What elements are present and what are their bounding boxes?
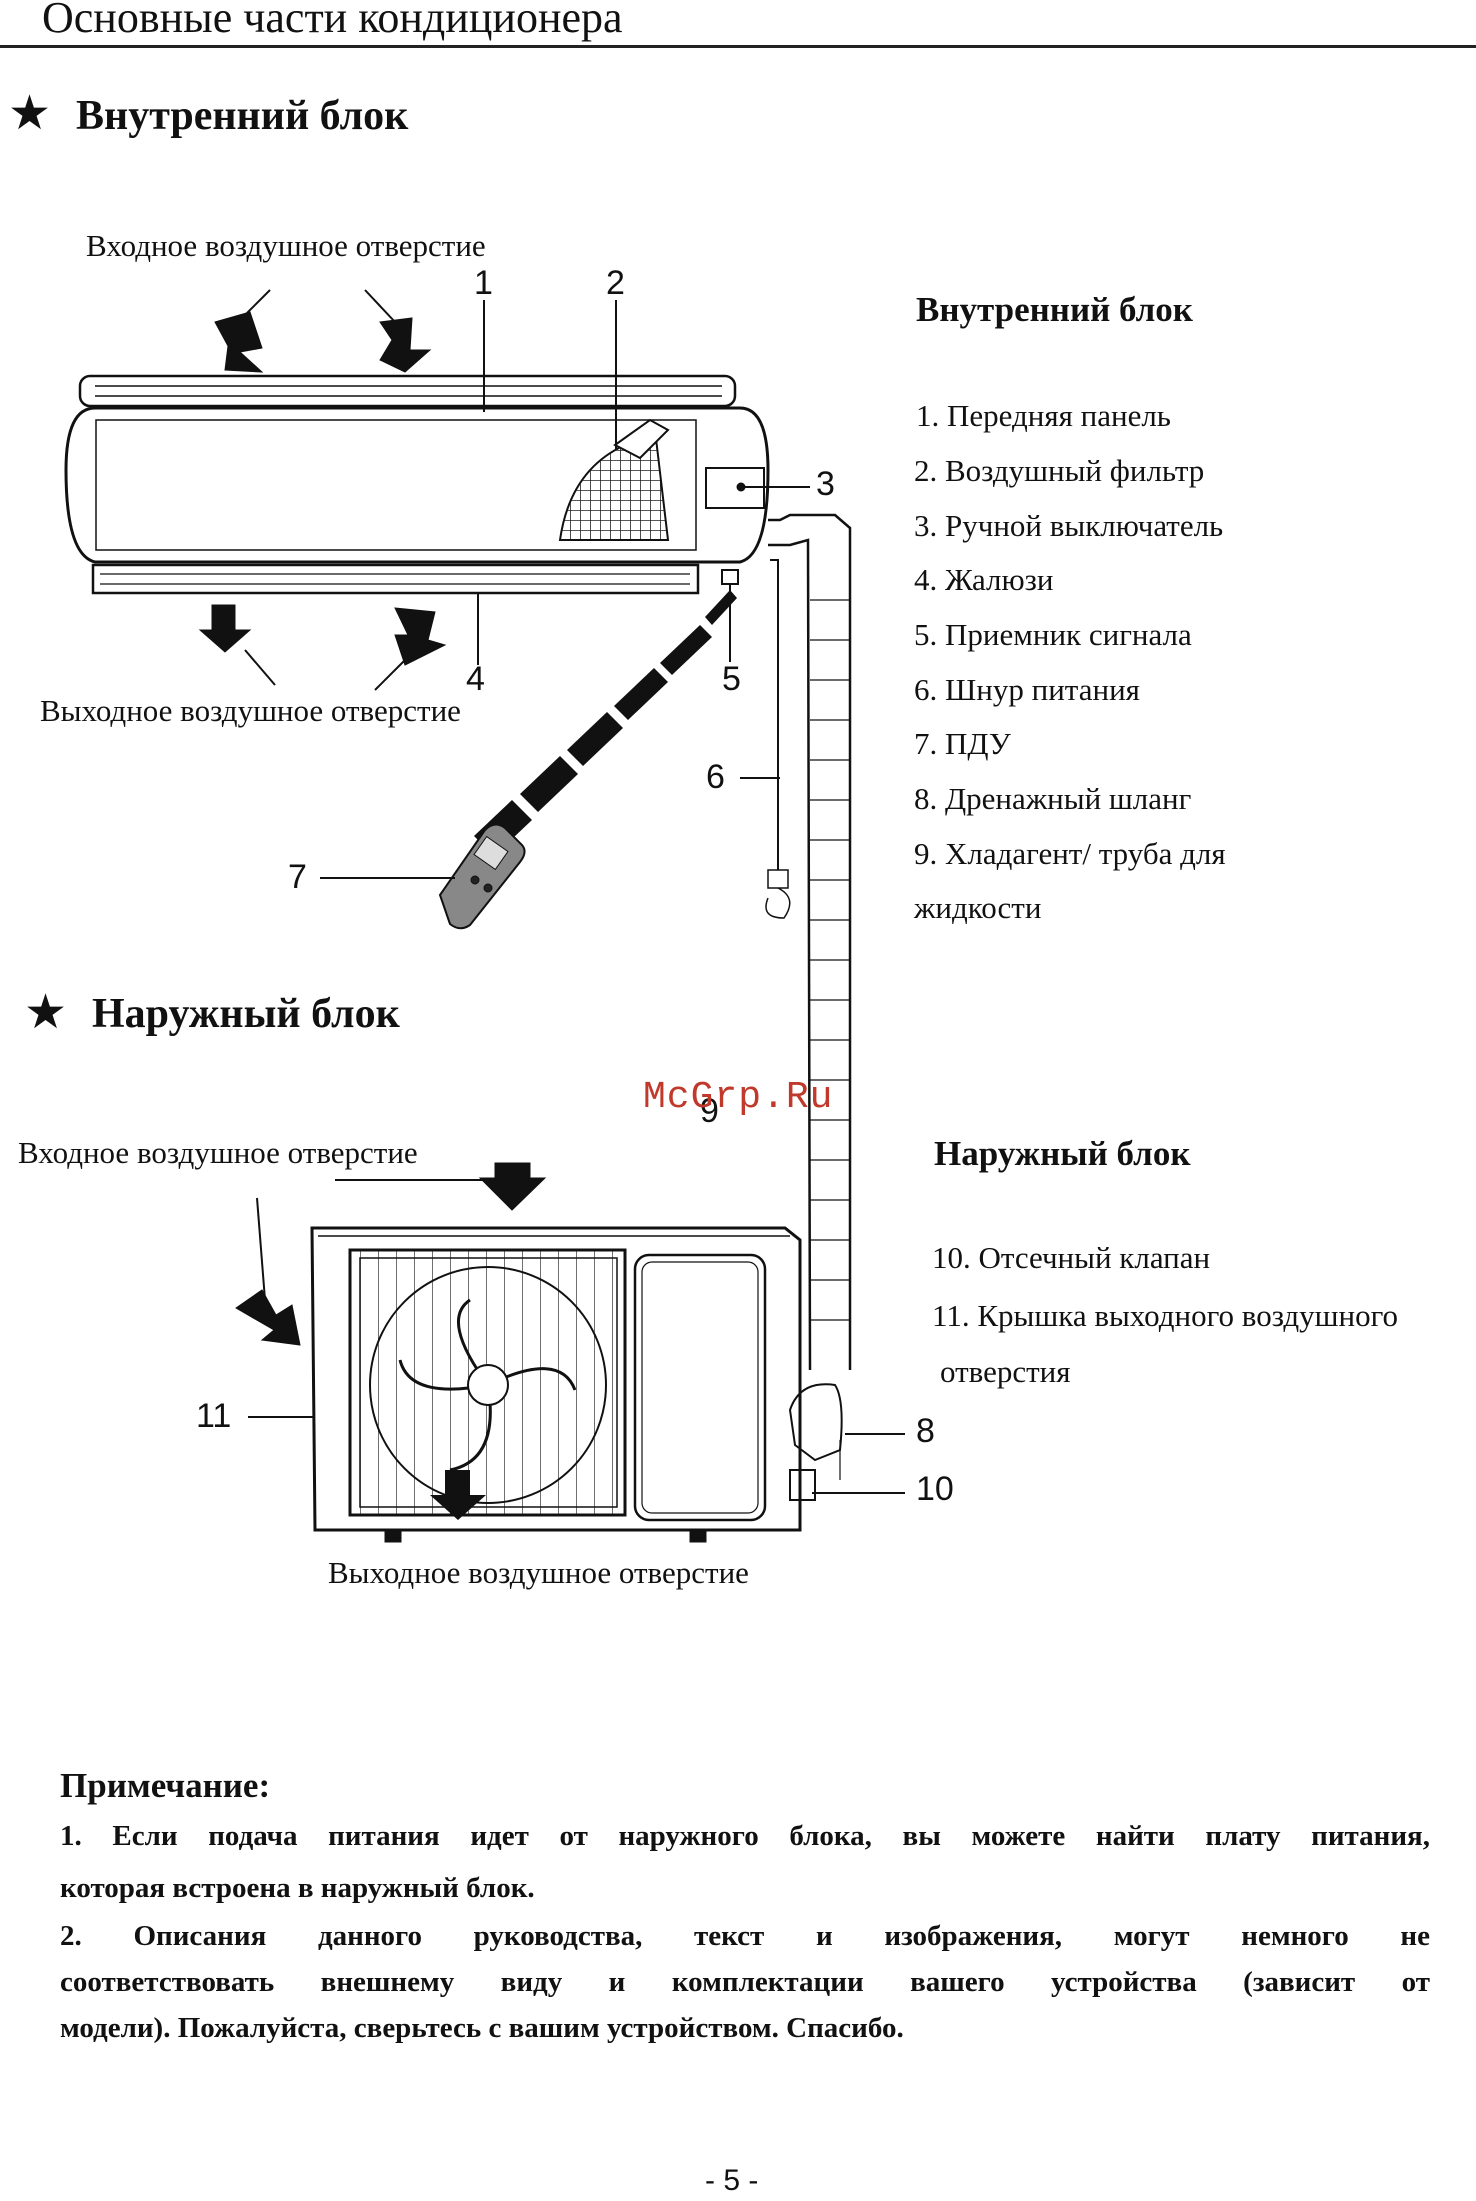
note-line: соответствовать внешнему виду и комплект… — [60, 1966, 1430, 1998]
outdoor-outlet-label: Выходное воздушное отверстие — [328, 1555, 749, 1590]
callout-7: 7 — [288, 858, 307, 896]
callout-8: 8 — [916, 1412, 935, 1450]
callout-5: 5 — [722, 660, 741, 698]
note-line: модели). Пожалуйста, сверьтесь с вашим у… — [60, 2012, 904, 2044]
note-line: 1. Если подача питания идет от наружного… — [60, 1820, 1430, 1852]
callout-1: 1 — [474, 264, 493, 302]
air-filter — [558, 418, 670, 541]
indoor-section-heading: Внутренний блок — [76, 93, 409, 139]
outdoor-inlet-arrows — [235, 1162, 547, 1346]
legend-item: 2. Воздушный фильтр — [914, 453, 1205, 488]
callout-11: 11 — [196, 1397, 232, 1435]
callout-3: 3 — [816, 465, 835, 503]
outdoor-unit — [310, 1226, 843, 1543]
legend-item: 1. Передняя панель — [916, 398, 1171, 433]
legend-outdoor-title: Наружный блок — [934, 1134, 1191, 1173]
legend-item: 10. Отсечный клапан — [932, 1240, 1211, 1275]
star-icon: ★ — [24, 984, 68, 1040]
legend-item: отверстия — [940, 1354, 1071, 1389]
air-conditioner-diagram — [64, 289, 905, 1543]
outdoor-section-heading: Наружный блок — [92, 991, 400, 1037]
legend-item: 4. Жалюзи — [914, 562, 1054, 597]
remote-control — [438, 823, 526, 930]
legend-item: 9. Хладагент/ труба для — [914, 836, 1226, 871]
callout-leaders — [248, 300, 905, 1494]
legend-item: 7. ПДУ — [914, 726, 1011, 761]
refrigerant-pipe — [768, 513, 852, 1371]
indoor-outlet-arrows — [198, 604, 447, 691]
indoor-inlet-label: Входное воздушное отверстие — [86, 228, 486, 263]
legend-indoor-title: Внутренний блок — [916, 290, 1193, 329]
title-divider — [0, 45, 1476, 48]
callout-2: 2 — [606, 264, 625, 302]
legend-item: 5. Приемник сигнала — [914, 617, 1192, 652]
legend-item: жидкости — [914, 890, 1042, 925]
power-cord — [765, 559, 791, 919]
outdoor-inlet-label: Входное воздушное отверстие — [18, 1135, 418, 1170]
watermark: McGrp.Ru — [643, 1076, 834, 1119]
callout-6: 6 — [706, 758, 725, 796]
indoor-inlet-arrows — [214, 289, 432, 373]
star-icon: ★ — [8, 85, 52, 141]
note-line: 2. Описания данного руководства, текст и… — [60, 1920, 1430, 1952]
legend-item: 3. Ручной выключатель — [914, 508, 1224, 543]
page-title: Основные части кондиционера — [42, 0, 623, 42]
indoor-unit — [64, 374, 770, 595]
note-line: которая встроена в наружный блок. — [60, 1872, 535, 1904]
legend-item: 8. Дренажный шланг — [914, 781, 1192, 816]
legend-item: 11. Крышка выходного воздушного — [932, 1298, 1399, 1333]
callout-10: 10 — [916, 1470, 954, 1508]
note-title: Примечание: — [60, 1766, 271, 1805]
page-number: - 5 - — [705, 2164, 759, 2197]
remote-signal-beam — [474, 590, 737, 856]
indoor-outlet-label: Выходное воздушное отверстие — [40, 693, 461, 728]
outdoor-outlet-arrow — [430, 1470, 486, 1520]
callout-9: 9 — [700, 1092, 719, 1130]
legend-item: 6. Шнур питания — [914, 672, 1140, 707]
callout-4: 4 — [466, 660, 485, 698]
